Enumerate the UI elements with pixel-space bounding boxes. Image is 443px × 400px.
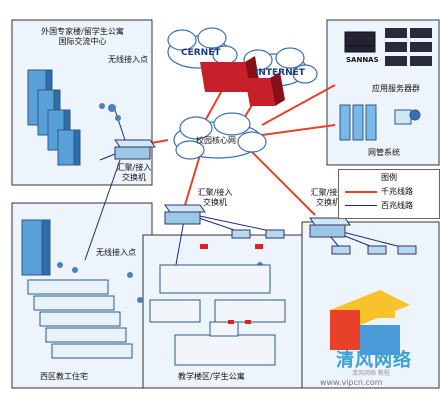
- flags: [200, 244, 263, 324]
- app-servers-label: 应用服务器群: [372, 84, 420, 93]
- agg-switch-left-label-line1: 汇聚/接入: [116, 163, 152, 172]
- legend-title: 图例: [381, 173, 397, 182]
- core-network-cloud: [173, 112, 267, 160]
- wireless-ap-label-2: 无线接入点: [96, 248, 136, 257]
- west-housing-buildings: [21, 219, 133, 359]
- legend-fast: 百兆线路: [345, 201, 413, 211]
- agg-switch-right-label: 汇聚/接入 交换机: [306, 188, 350, 208]
- legend: 图例 千兆线路 百兆线路: [338, 169, 440, 219]
- legend-fast-swatch: [345, 205, 377, 206]
- right-campus-blocks: [330, 290, 410, 355]
- access-switches: [231, 229, 417, 255]
- agg-switch-right-label-line1: 汇聚/接入: [310, 188, 346, 197]
- cernet-cloud: [167, 27, 238, 69]
- internet-label: INTERNET: [255, 68, 305, 78]
- net-mgmt-label: 网管系统: [368, 148, 400, 157]
- intl-center-label-line1: 外国专家楼/留学生公寓: [41, 27, 124, 36]
- sannas-label: SANNAS: [346, 56, 379, 64]
- sannas-storage: [344, 31, 376, 53]
- intl-center-buildings: [27, 69, 81, 166]
- watermark-tagline: 清风网络 教程: [352, 370, 390, 377]
- agg-switch-mid-label-line1: 汇聚/接入: [197, 188, 233, 197]
- wireless-ap-icons: [57, 103, 263, 303]
- agg-switch-mid-label-line2: 交换机: [203, 198, 227, 207]
- intl-center-label-line2: 国际交流中心: [58, 37, 107, 46]
- legend-gigabit-swatch: [345, 190, 377, 193]
- cernet-label: CERNET: [181, 48, 221, 58]
- agg-switch-right-icon: [309, 217, 351, 238]
- intl-center-label: 外国专家楼/留学生公寓 国际交流中心: [20, 27, 145, 47]
- teaching-buildings: [149, 264, 286, 366]
- agg-switch-mid-icon: [164, 204, 206, 225]
- legend-gigabit: 千兆线路: [345, 187, 413, 197]
- agg-switch-left-label-line2: 交换机: [122, 173, 146, 182]
- west-housing-label: 西区教工住宅: [40, 372, 88, 381]
- agg-switch-left-label: 汇聚/接入 交换机: [112, 163, 156, 183]
- fast-links: [84, 109, 406, 271]
- agg-switch-right-label-line2: 交换机: [316, 198, 340, 207]
- teaching-area-label: 教学楼区/学生公寓: [178, 372, 245, 381]
- watermark-url: www.vipcn.com: [320, 378, 383, 387]
- app-server-racks: [385, 28, 432, 66]
- legend-gigabit-label: 千兆线路: [381, 187, 413, 196]
- watermark-brand: 清风网络: [336, 350, 412, 371]
- agg-switch-mid-label: 汇聚/接入 交换机: [190, 188, 240, 208]
- core-network-label: 校园核心网: [196, 136, 236, 145]
- wireless-ap-label-1: 无线接入点: [108, 55, 148, 64]
- agg-switch-left-icon: [114, 139, 156, 160]
- legend-fast-label: 百兆线路: [381, 201, 413, 210]
- internet-router-block: [245, 72, 285, 106]
- mgmt-servers: [339, 104, 421, 141]
